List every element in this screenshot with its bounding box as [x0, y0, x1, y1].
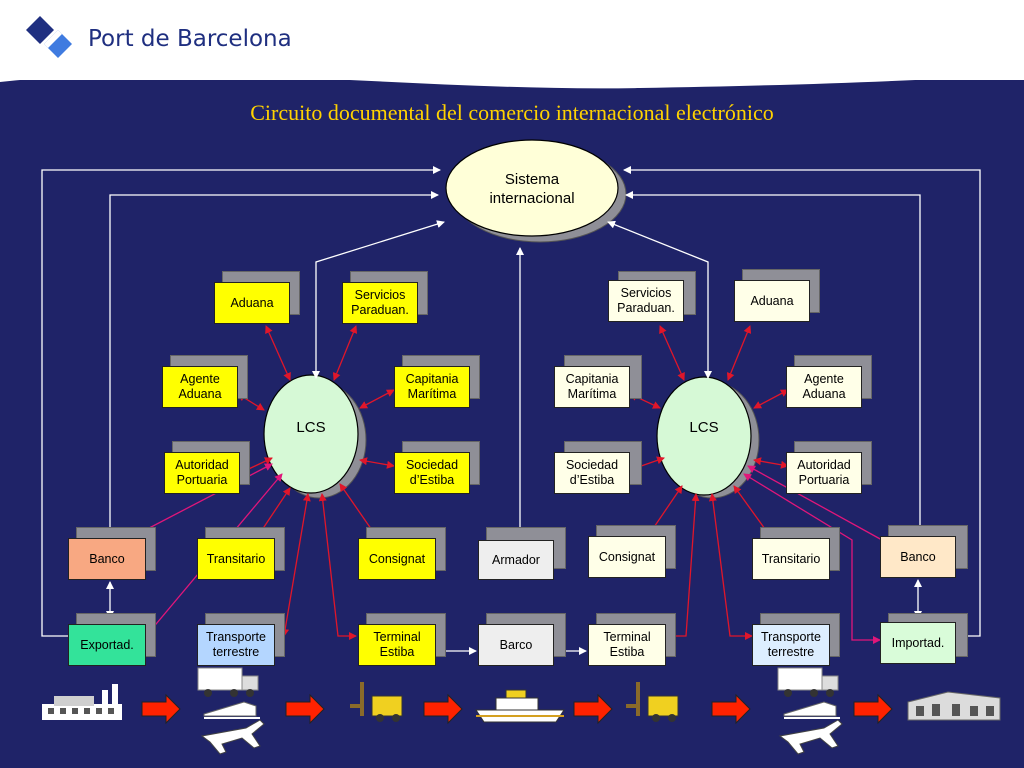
terminal-estiba-right-box: Terminal Estiba [588, 624, 666, 666]
consignat-right-box: Consignat [588, 536, 666, 578]
sociedad-estiba-right-box: Sociedad d’Estiba [554, 452, 630, 494]
flow-arrow-icon [573, 693, 613, 725]
red-connectors-left [237, 325, 395, 640]
agente-aduana-right-box: Agente Aduana [786, 366, 862, 408]
train-icon [783, 701, 840, 719]
servicios-paraduan-left-box: Servicios Paraduan. [342, 282, 418, 324]
flow-arrow-icon [711, 693, 751, 725]
transitario-left-box: Transitario [197, 538, 275, 580]
autoridad-portuaria-left-box: Autoridad Portuaria [164, 452, 240, 494]
factory-icon [42, 684, 122, 720]
port-logo-icon [26, 16, 72, 58]
terminal-estiba-left-box: Terminal Estiba [358, 624, 436, 666]
forklift-icon [626, 682, 679, 722]
sistema-internacional-label: Sistema internacional [489, 171, 575, 207]
sistema-internacional-node [445, 139, 627, 243]
autoridad-portuaria-right-box: Autoridad Portuaria [786, 452, 862, 494]
flow-arrow-icon [423, 693, 463, 725]
transitario-right-box: Transitario [752, 538, 830, 580]
aduana-right-box: Aduana [734, 280, 810, 322]
warehouse-icon [907, 691, 1001, 721]
train-icon [203, 701, 260, 719]
pink-connectors-right [743, 465, 883, 644]
sociedad-estiba-left-box: Sociedad d’Estiba [394, 452, 470, 494]
forklift-icon [350, 682, 403, 722]
consignat-left-box: Consignat [358, 538, 436, 580]
armador-box: Armador [478, 540, 554, 580]
header: Port de Barcelona [0, 0, 1024, 80]
transporte-terrestre-left-box: Transporte terrestre [197, 624, 275, 666]
lcs-right-node [656, 376, 760, 499]
importad-box: Importad. [880, 622, 956, 664]
banco-right-box: Banco [880, 536, 956, 578]
agente-aduana-left-box: Agente Aduana [162, 366, 238, 408]
brand-name: Port de Barcelona [88, 26, 292, 52]
capitania-maritima-right-box: Capitania Marítima [554, 366, 630, 408]
flow-arrow-icon [141, 693, 181, 725]
lcs-left-label: LCS [296, 419, 326, 436]
truck-icon [777, 667, 839, 697]
exportad-box: Exportad. [68, 624, 146, 666]
page-title: Circuito documental del comercio interna… [250, 100, 774, 125]
white-connectors [41, 166, 981, 655]
barco-box: Barco [478, 624, 554, 666]
servicios-paraduan-right-box: Servicios Paraduan. [608, 280, 684, 322]
capitania-maritima-left-box: Capitania Marítima [394, 366, 470, 408]
truck-icon [197, 667, 259, 697]
aduana-left-box: Aduana [214, 282, 290, 324]
airplane-icon [200, 719, 265, 755]
ship-icon [475, 689, 565, 723]
lcs-right-label: LCS [689, 419, 719, 436]
flow-arrows [141, 693, 893, 725]
transporte-terrestre-right-box: Transporte terrestre [752, 624, 830, 666]
flow-arrow-icon [853, 693, 893, 725]
banco-left-box: Banco [68, 538, 146, 580]
airplane-icon [778, 719, 843, 755]
flow-arrow-icon [285, 693, 325, 725]
